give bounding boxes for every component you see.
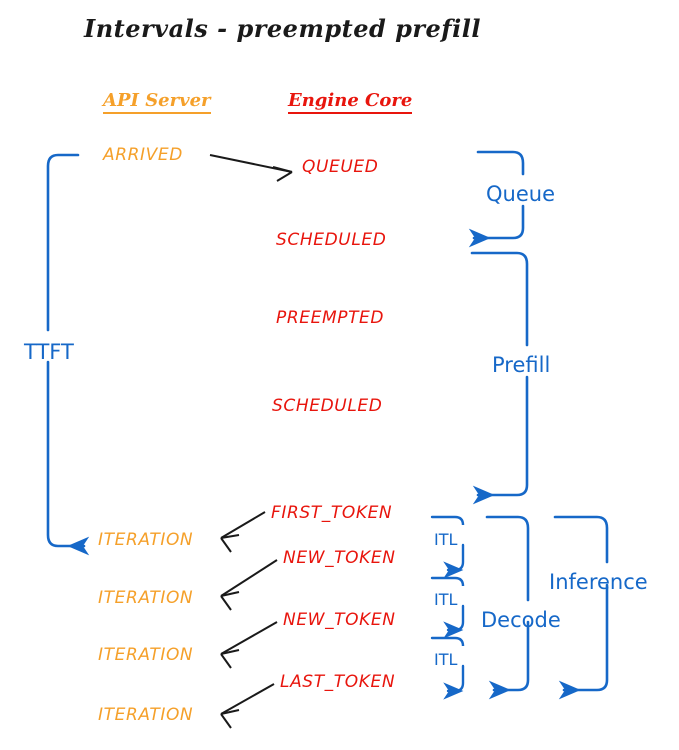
arrow-arrived-to-queued — [209, 154, 293, 182]
column-header-api-server: API Server — [103, 90, 211, 114]
event-scheduled-1: SCHEDULED — [276, 230, 387, 250]
interval-label-ttft: TTFT — [24, 340, 74, 364]
arrow-new-token-2-to-iteration — [220, 621, 278, 669]
event-arrived: ARRIVED — [103, 145, 183, 165]
event-scheduled-2: SCHEDULED — [272, 396, 383, 416]
event-preempted: PREEMPTED — [276, 308, 385, 328]
bracket-decode — [485, 515, 530, 700]
arrow-new-token-1-to-iteration — [220, 559, 278, 611]
interval-label-itl-3: ITL — [434, 650, 458, 669]
event-first-token: FIRST_TOKEN — [271, 503, 393, 523]
interval-label-inference: Inference — [549, 570, 648, 594]
interval-label-decode: Decode — [481, 608, 561, 632]
interval-label-prefill: Prefill — [492, 353, 551, 377]
event-last-token: LAST_TOKEN — [280, 672, 396, 692]
event-new-token-2: NEW_TOKEN — [283, 610, 396, 630]
arrow-first-token-to-iteration — [220, 511, 266, 553]
interval-label-itl-1: ITL — [434, 530, 458, 549]
event-iteration-4: ITERATION — [98, 705, 194, 725]
event-new-token-1: NEW_TOKEN — [283, 548, 396, 568]
arrow-last-token-to-iteration — [220, 683, 275, 729]
interval-label-queue: Queue — [486, 182, 555, 206]
page-title: Intervals - preempted prefill — [84, 14, 481, 43]
event-queued: QUEUED — [302, 157, 379, 177]
event-iteration-2: ITERATION — [98, 588, 194, 608]
column-header-engine-core: Engine Core — [288, 90, 413, 114]
event-iteration-3: ITERATION — [98, 645, 194, 665]
bracket-inference — [553, 515, 609, 700]
event-iteration-1: ITERATION — [98, 530, 194, 550]
interval-label-itl-2: ITL — [434, 590, 458, 609]
